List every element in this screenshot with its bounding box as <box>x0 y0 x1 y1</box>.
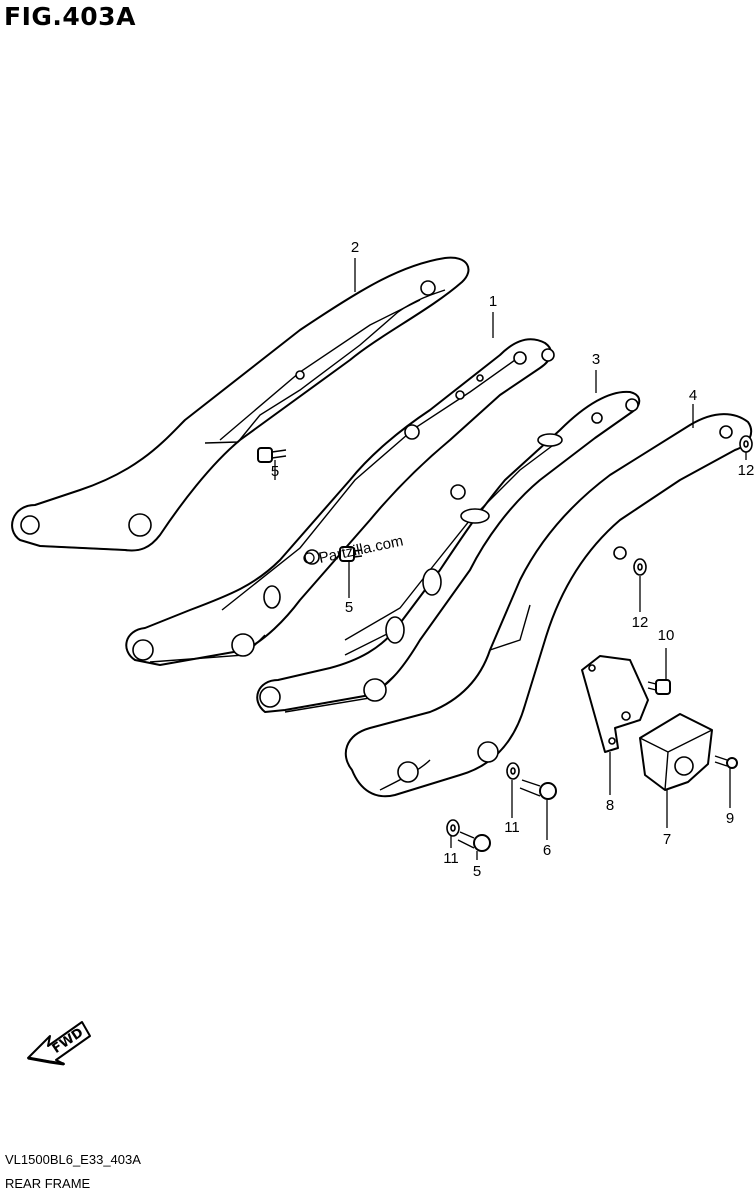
callout-12-b: 12 <box>738 462 755 479</box>
part-2-rear-frame-left <box>11 256 470 552</box>
callout-5-a: 5 <box>271 463 279 480</box>
part-5-bolt-a <box>257 447 287 463</box>
part-5-bolt-c <box>457 831 491 852</box>
part-4-rear-frame-right <box>344 413 753 798</box>
part-10-bolt <box>647 679 671 695</box>
callout-6: 6 <box>543 842 551 859</box>
figure-title: FIG.403A <box>4 2 136 31</box>
part-8-bracket <box>581 655 649 753</box>
fwd-arrow-icon: FWD <box>27 1021 91 1066</box>
part-9-screw <box>714 755 738 769</box>
callout-10: 10 <box>658 627 675 644</box>
watermark-logo-icon <box>303 552 315 564</box>
callout-3: 3 <box>592 351 600 368</box>
callout-2: 2 <box>351 239 359 256</box>
callout-11-b: 11 <box>504 819 520 836</box>
callout-4: 4 <box>689 387 697 404</box>
part-6-bolt <box>519 779 557 800</box>
part-11-washer-b <box>506 762 520 780</box>
part-1-rear-frame-inner-left <box>125 338 555 666</box>
figure-name: REAR FRAME <box>5 1176 91 1191</box>
callout-12-a: 12 <box>632 614 649 631</box>
leader-lines <box>274 258 747 860</box>
callout-8: 8 <box>606 797 614 814</box>
callout-9: 9 <box>726 810 734 827</box>
callout-7: 7 <box>663 831 671 848</box>
callout-5-b: 5 <box>345 599 353 616</box>
part-7-holder <box>639 713 713 791</box>
figure-code: VL1500BL6_E33_403A <box>5 1152 141 1167</box>
part-11-washer-a <box>446 819 460 837</box>
part-12-washer-b <box>739 435 753 453</box>
callout-11-a: 11 <box>443 850 459 867</box>
callout-labels: 2 1 3 4 5 5 5 6 7 8 9 10 11 11 12 12 <box>271 239 755 880</box>
callout-1: 1 <box>489 293 497 310</box>
part-3-rear-frame-inner-right <box>256 390 641 713</box>
callout-5-c: 5 <box>473 863 481 880</box>
part-5-bolt-b <box>339 546 363 562</box>
part-12-washer-a <box>633 558 647 576</box>
